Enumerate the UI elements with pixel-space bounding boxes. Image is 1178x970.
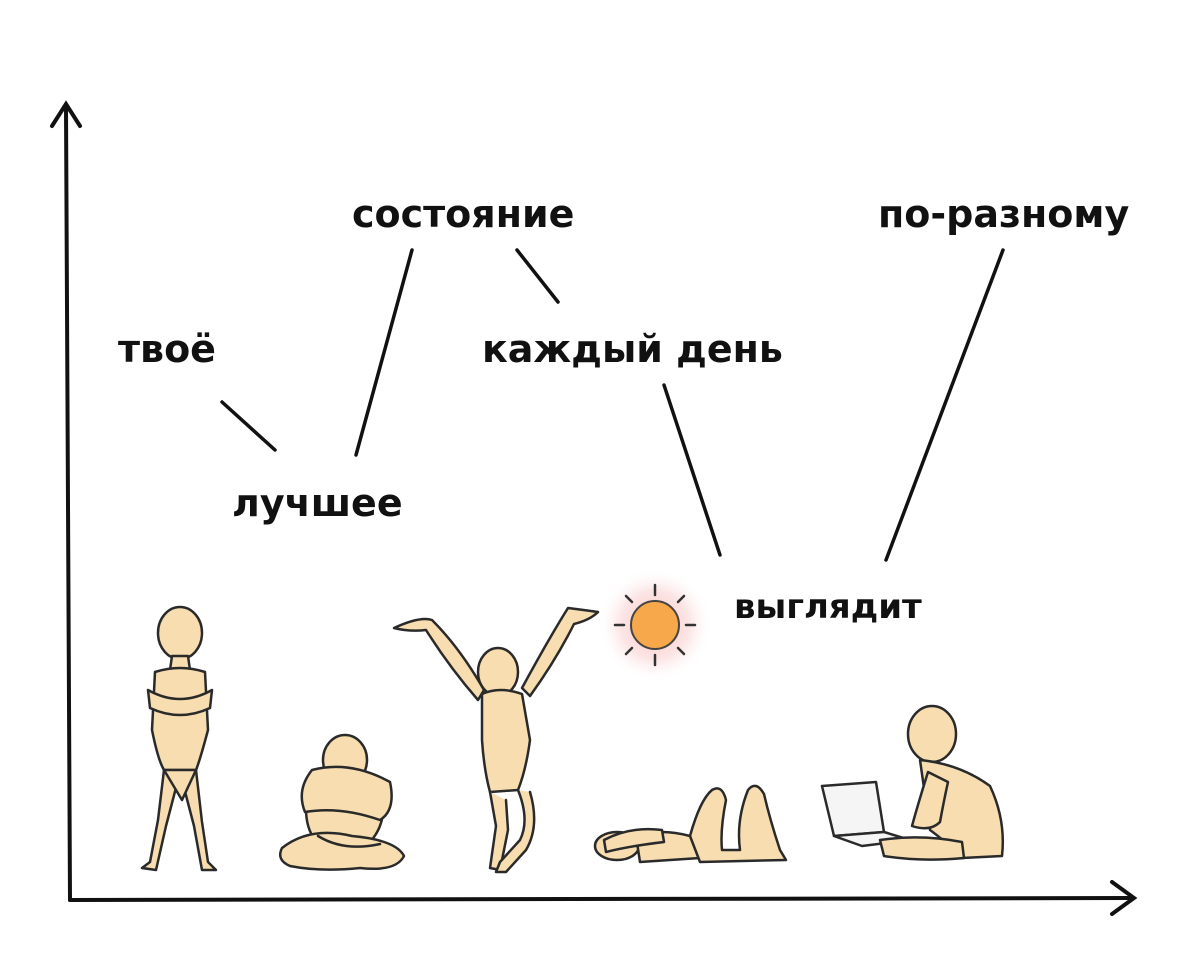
word-po-raznomu: по-разному [878, 192, 1130, 236]
line-kazhdyi-to-vyglyadit [662, 383, 722, 557]
y-axis [64, 106, 72, 902]
word-vyglyadit: выглядит [734, 587, 922, 627]
figure-stretching-arms-up [392, 606, 600, 874]
connector-lines [220, 248, 1005, 562]
line-luchshee-to-sostoyanie [354, 248, 414, 457]
figure-sitting-with-laptop [820, 704, 1005, 861]
word-luchshee: лучшее [232, 481, 403, 525]
sun-icon [597, 567, 713, 683]
word-sostoyanie: состояние [352, 192, 575, 236]
x-axis-arrowhead [1110, 880, 1138, 916]
line-sostoyanie-to-kazhdyi [515, 248, 560, 304]
word-kazhdyi-den: каждый день [482, 327, 783, 371]
figure-lying-on-back [593, 784, 788, 864]
laptop-icon [820, 780, 886, 838]
figure-standing-arms-crossed [140, 605, 218, 872]
y-axis-arrowhead [50, 100, 82, 128]
line-vyglyadit-to-porazn [884, 248, 1005, 562]
word-tvoe: твоё [118, 327, 216, 371]
x-axis [68, 896, 1132, 902]
axes [50, 100, 1138, 916]
figure-sitting-hugging-pillow [279, 733, 406, 871]
line-tvoe-to-luchshee [220, 400, 277, 452]
